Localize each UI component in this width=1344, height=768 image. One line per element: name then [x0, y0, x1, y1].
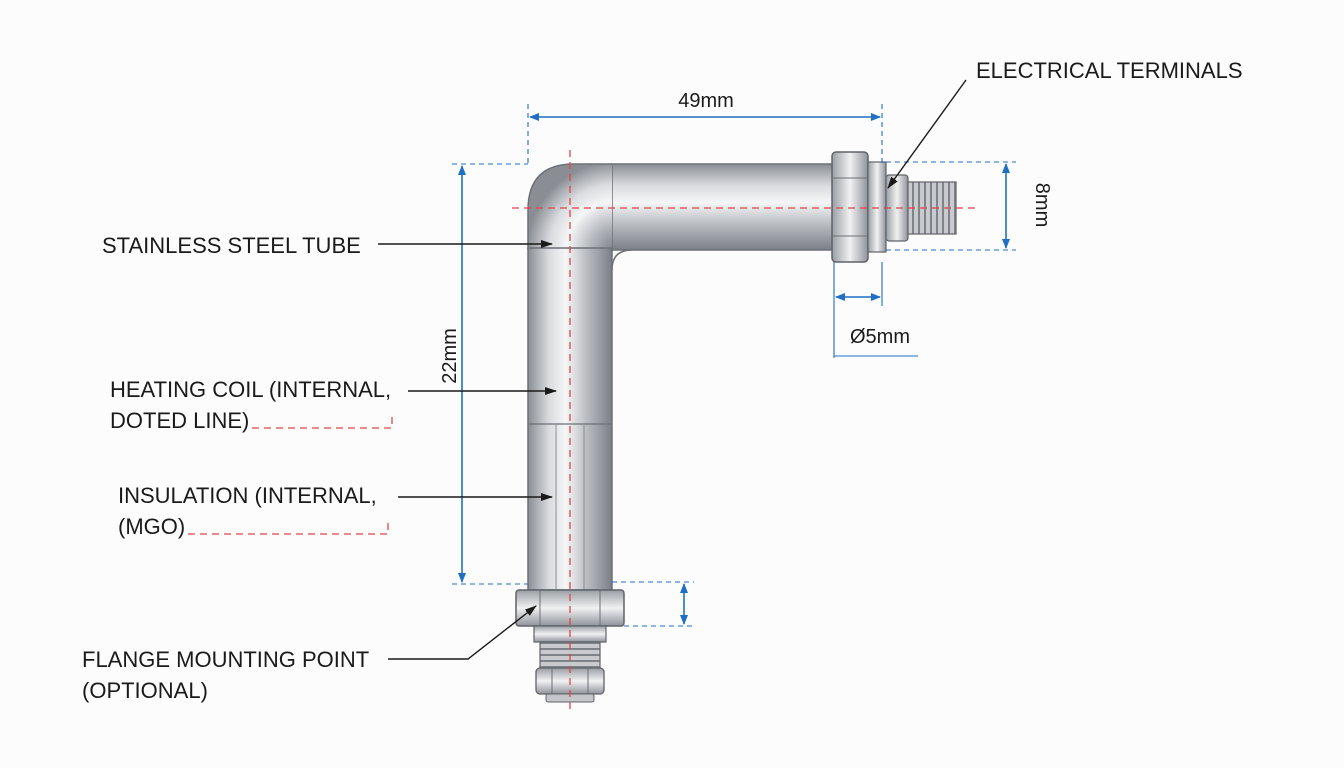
dimension-terminal-height: 8mm: [1031, 183, 1053, 227]
dimension-22mm: 22mm: [439, 165, 466, 583]
dimension-length-horizontal: 49mm: [678, 90, 734, 112]
dimension-terminal-diameter: Ø5mm: [850, 326, 910, 348]
label-flange-line2: (OPTIONAL): [82, 678, 208, 703]
dimension-49mm: 49mm: [529, 90, 881, 121]
label-electrical-terminals: ELECTRICAL TERMINALS: [976, 58, 1243, 83]
leader-lines: [378, 79, 967, 660]
stainless-steel-tube: [527, 163, 841, 591]
label-insulation-line1: INSULATION (INTERNAL,: [118, 483, 377, 508]
label-heating-coil-line2: DOTED LINE): [110, 408, 249, 433]
center-lines: [188, 150, 976, 714]
dimension-8mm: 8mm: [1002, 163, 1053, 249]
extension-lines-solid: [833, 262, 883, 358]
dimension-5mm: Ø5mm: [834, 293, 918, 357]
label-flange-line1: FLANGE MOUNTING POINT: [82, 647, 369, 672]
insulation-section: [528, 423, 612, 590]
extension-lines: [452, 104, 1016, 627]
label-insulation-line2: (MGO): [118, 514, 185, 539]
label-stainless-steel-tube: STAINLESS STEEL TUBE: [102, 233, 361, 258]
dimension-length-vertical: 22mm: [439, 328, 461, 384]
label-heating-coil-line1: HEATING COIL (INTERNAL,: [110, 377, 391, 402]
terminal-nut: [831, 151, 909, 263]
